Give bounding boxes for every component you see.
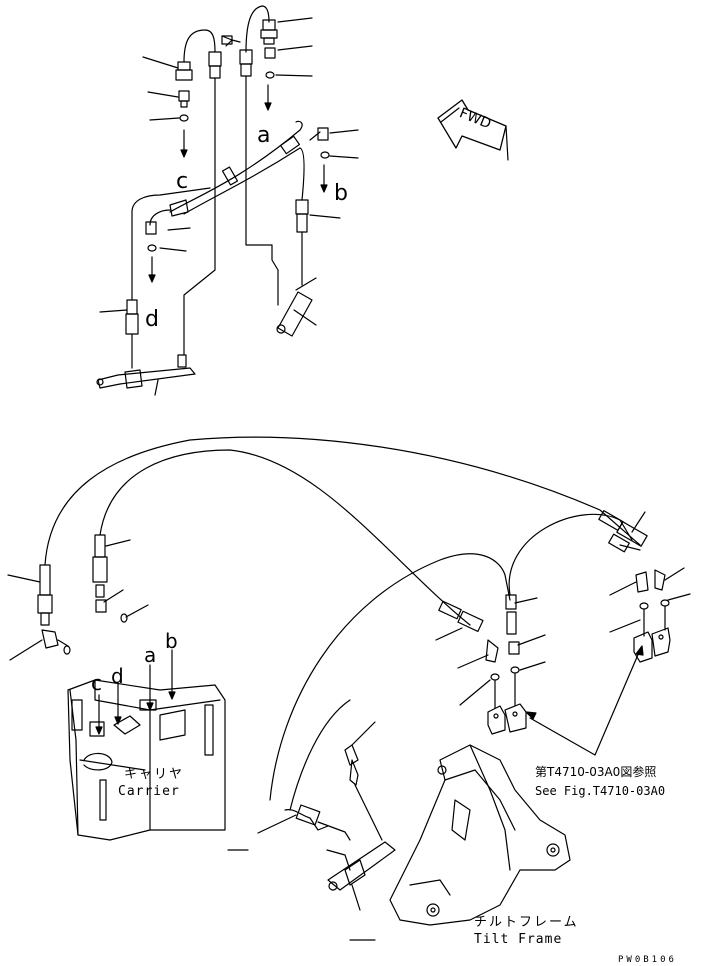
carrier-label-jp: キャリヤ — [124, 767, 184, 782]
valve-fittings-right — [598, 510, 671, 663]
reference-label-en: See Fig.T4710-03A0 — [535, 784, 665, 798]
arrow-carrier-b — [168, 649, 176, 700]
lower-hose-group — [7, 436, 691, 941]
hose-arch-right — [508, 513, 633, 596]
hose-left-upper — [183, 29, 216, 63]
letter-b-top: b — [334, 181, 348, 206]
letter-d-top: d — [145, 307, 159, 332]
letter-a-top: a — [257, 123, 270, 148]
hose-cross-long — [169, 120, 303, 213]
upper-hose-group — [96, 5, 359, 396]
hose-center-upper — [245, 5, 270, 53]
arrow-b — [320, 164, 328, 193]
tilt-frame-label-en: Tilt Frame — [474, 932, 562, 947]
cylinder-lower-left — [96, 299, 196, 389]
hose-arch-outer — [44, 436, 641, 566]
tilt-cylinder — [284, 744, 396, 911]
pipe-center-vertical — [245, 75, 279, 306]
hose-arch-inner — [99, 449, 471, 626]
tilt-frame-label-jp: チルトフレーム — [474, 915, 579, 930]
drawing-code: PW0B106 — [618, 955, 677, 965]
letter-a-carrier: a — [144, 643, 156, 667]
cylinder-upper-right — [276, 277, 317, 337]
letter-c-top: c — [176, 169, 188, 194]
fwd-arrow-sign — [437, 99, 509, 161]
fwd-label: FWD — [457, 105, 493, 132]
reference-arrow — [525, 645, 644, 756]
letter-c-carrier: c — [91, 671, 102, 695]
hose-arch-far — [269, 553, 511, 801]
arrow-carrier-a — [146, 664, 154, 711]
carrier-fittings-left — [37, 534, 128, 655]
arrow-carrier-d — [114, 683, 122, 725]
carrier-label-en: Carrier — [118, 784, 180, 799]
elbow-fitting-right — [309, 127, 330, 159]
valve-fittings-middle — [438, 594, 527, 735]
fitting-stack-left — [175, 61, 193, 122]
pipe-c-loop — [131, 187, 211, 301]
arrow-d — [148, 256, 156, 283]
arrow-carrier-c — [95, 694, 103, 735]
letter-b-carrier: b — [165, 629, 178, 653]
pipe-left-vertical — [183, 77, 216, 356]
reference-label-jp: 第T4710-03A0図参照 — [535, 764, 656, 779]
carrier-block — [67, 679, 226, 841]
fitting-stack-center — [221, 35, 253, 77]
fitting-stack-right — [260, 19, 278, 79]
arrow-c — [180, 129, 188, 158]
elbow-fitting-left — [145, 199, 189, 252]
arrow-a — [264, 84, 272, 111]
fitting-stack-center-left — [208, 51, 222, 79]
letter-d-carrier: d — [111, 664, 124, 688]
tilt-frame — [389, 744, 571, 926]
